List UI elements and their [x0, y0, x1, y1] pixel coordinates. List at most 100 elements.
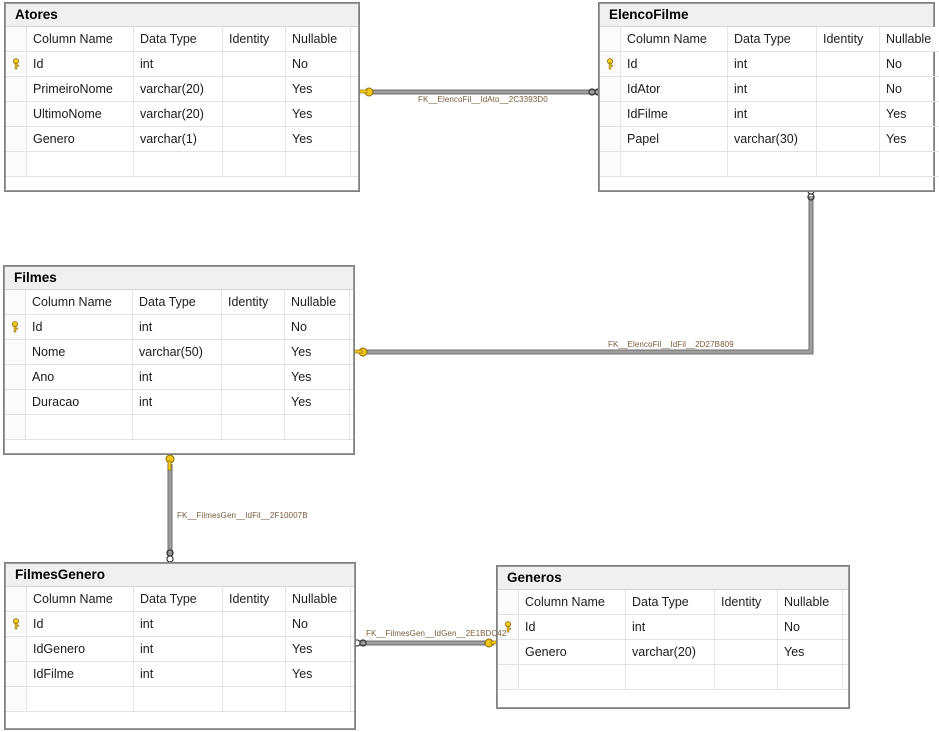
cell-identity[interactable] [222, 126, 286, 152]
cell-nullable[interactable]: Yes [285, 126, 351, 152]
header-column-name[interactable]: Column Name [26, 587, 134, 612]
cell-nullable[interactable]: Yes [284, 339, 350, 365]
table-generos[interactable]: Generos Column Name Data Type Identity N… [496, 565, 850, 709]
header-identity[interactable]: Identity [222, 27, 286, 52]
relationship-label-filmesgen-idfil[interactable]: FK__FilmesGen__IdFil__2F10007B [177, 511, 308, 520]
cell-column-name[interactable]: Nome [25, 339, 133, 365]
cell-column-name[interactable]: IdAtor [620, 76, 728, 102]
cell-nullable[interactable]: Yes [777, 639, 843, 665]
cell-nullable[interactable]: Yes [284, 389, 350, 415]
connector-generos-filmesgenero[interactable] [360, 640, 494, 646]
table-filmes[interactable]: Filmes Column Name Data Type Identity Nu… [3, 265, 355, 455]
cell-identity[interactable] [816, 126, 880, 152]
cell-nullable[interactable]: Yes [879, 126, 939, 152]
cell-identity[interactable] [222, 151, 286, 177]
cell-column-name[interactable]: Duracao [25, 389, 133, 415]
cell-identity[interactable] [221, 414, 285, 440]
cell-data-type[interactable]: int [727, 51, 817, 77]
relationship-label-elencofil-idfil[interactable]: FK__ElencoFil__IdFil__2D27B809 [608, 340, 734, 349]
cell-column-name[interactable]: Ano [25, 364, 133, 390]
cell-column-name[interactable]: Id [25, 314, 133, 340]
cell-column-name[interactable]: Id [518, 614, 626, 640]
cell-nullable[interactable] [284, 414, 350, 440]
cell-column-name[interactable]: PrimeiroNome [26, 76, 134, 102]
header-identity[interactable]: Identity [222, 587, 286, 612]
cell-identity[interactable] [222, 101, 286, 127]
cell-column-name[interactable]: Id [620, 51, 728, 77]
cell-nullable[interactable]: Yes [879, 101, 939, 127]
cell-column-name[interactable]: Id [26, 611, 134, 637]
cell-identity[interactable] [816, 151, 880, 177]
table-row-new[interactable] [5, 414, 353, 440]
cell-data-type[interactable]: int [727, 76, 817, 102]
cell-identity[interactable] [816, 76, 880, 102]
cell-nullable[interactable]: No [879, 51, 939, 77]
table-atores[interactable]: Atores Column Name Data Type Identity Nu… [4, 2, 360, 192]
cell-nullable[interactable] [285, 151, 351, 177]
table-row-new[interactable] [6, 686, 354, 712]
cell-data-type[interactable]: int [132, 364, 222, 390]
connector-atores-elencofilme[interactable] [372, 89, 598, 95]
cell-identity[interactable] [221, 339, 285, 365]
cell-data-type[interactable]: varchar(20) [625, 639, 715, 665]
cell-column-name[interactable]: UltimoNome [26, 101, 134, 127]
cell-data-type[interactable] [625, 664, 715, 690]
cell-nullable[interactable]: Yes [285, 636, 351, 662]
table-row-new[interactable] [6, 151, 358, 177]
cell-column-name[interactable] [620, 151, 728, 177]
connector-filmes-filmesgenero[interactable] [167, 464, 173, 556]
cell-column-name[interactable]: Id [26, 51, 134, 77]
cell-data-type[interactable]: int [625, 614, 715, 640]
cell-data-type[interactable]: varchar(30) [727, 126, 817, 152]
cell-data-type[interactable]: varchar(20) [133, 101, 223, 127]
header-nullable[interactable]: Nullable [285, 27, 351, 52]
header-data-type[interactable]: Data Type [625, 590, 715, 615]
header-data-type[interactable]: Data Type [727, 27, 817, 52]
cell-identity[interactable] [222, 51, 286, 77]
cell-data-type[interactable]: int [132, 314, 222, 340]
table-row-new[interactable] [600, 151, 939, 177]
cell-identity[interactable] [222, 686, 286, 712]
cell-identity[interactable] [222, 661, 286, 687]
header-identity[interactable]: Identity [816, 27, 880, 52]
header-column-name[interactable]: Column Name [25, 290, 133, 315]
header-nullable[interactable]: Nullable [777, 590, 843, 615]
cell-nullable[interactable]: Yes [285, 76, 351, 102]
cell-data-type[interactable] [727, 151, 817, 177]
cell-column-name[interactable]: Genero [26, 126, 134, 152]
header-nullable[interactable]: Nullable [285, 587, 351, 612]
cell-nullable[interactable] [879, 151, 939, 177]
cell-identity[interactable] [222, 611, 286, 637]
cell-data-type[interactable] [133, 686, 223, 712]
cell-data-type[interactable]: int [133, 51, 223, 77]
header-nullable[interactable]: Nullable [879, 27, 939, 52]
table-elencofilme[interactable]: ElencoFilme Column Name Data Type Identi… [598, 2, 939, 192]
cell-column-name[interactable]: IdFilme [26, 661, 134, 687]
cell-nullable[interactable] [777, 664, 843, 690]
cell-nullable[interactable]: No [284, 314, 350, 340]
cell-identity[interactable] [816, 51, 880, 77]
table-row-new[interactable] [498, 664, 848, 690]
cell-column-name[interactable]: IdGenero [26, 636, 134, 662]
cell-data-type[interactable] [132, 414, 222, 440]
cell-column-name[interactable]: Genero [518, 639, 626, 665]
cell-column-name[interactable]: IdFilme [620, 101, 728, 127]
cell-identity[interactable] [714, 614, 778, 640]
header-column-name[interactable]: Column Name [26, 27, 134, 52]
cell-nullable[interactable]: No [285, 51, 351, 77]
header-nullable[interactable]: Nullable [284, 290, 350, 315]
cell-nullable[interactable]: Yes [284, 364, 350, 390]
